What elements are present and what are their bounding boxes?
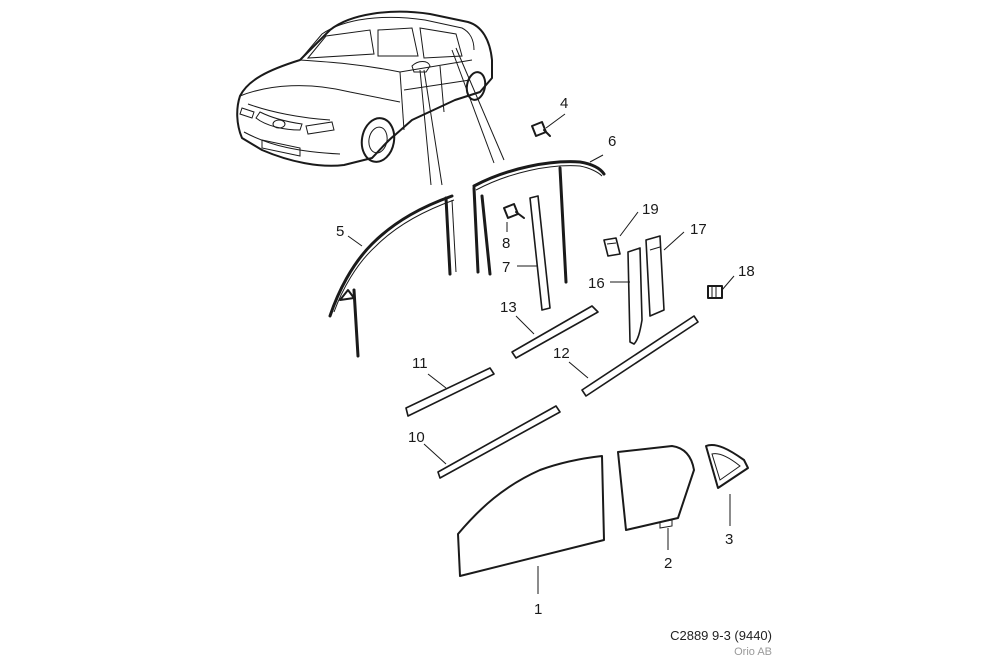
callout-1: 1 bbox=[534, 601, 542, 618]
clip-19 bbox=[603, 237, 621, 257]
leader-lines bbox=[347, 113, 735, 594]
waist-strip-10 bbox=[437, 405, 561, 479]
callout-2: 2 bbox=[664, 555, 672, 572]
front-door-glass bbox=[457, 455, 605, 577]
callout-17: 17 bbox=[690, 221, 707, 238]
rear-door-glass bbox=[617, 445, 695, 531]
callout-4: 4 bbox=[560, 95, 568, 112]
screw-18 bbox=[707, 285, 723, 299]
diagram-source: Orio AB bbox=[734, 646, 772, 658]
callout-labels: 4 6 5 19 17 8 7 18 16 13 12 11 10 1 2 3 bbox=[336, 95, 755, 618]
waist-strip-12 bbox=[581, 315, 699, 397]
callout-6: 6 bbox=[608, 133, 616, 150]
callout-18: 18 bbox=[738, 263, 755, 280]
callout-7: 7 bbox=[502, 259, 510, 276]
rear-door-frame-moulding bbox=[472, 160, 606, 284]
b-pillar-trim bbox=[529, 195, 551, 311]
waist-strip-13 bbox=[511, 305, 599, 359]
callout-19: 19 bbox=[642, 201, 659, 218]
diagram-code: C2889 9-3 (9440) bbox=[670, 628, 772, 643]
callout-8: 8 bbox=[502, 235, 510, 252]
callout-12: 12 bbox=[553, 345, 570, 362]
front-door-frame-moulding bbox=[328, 194, 457, 358]
callout-11: 11 bbox=[412, 355, 428, 372]
callout-5: 5 bbox=[336, 223, 344, 240]
clip-4 bbox=[531, 121, 551, 137]
clip-8 bbox=[503, 203, 525, 219]
car-illustration bbox=[236, 10, 505, 186]
rear-pillar-trim-16 bbox=[627, 247, 643, 345]
rear-pillar-trim-17 bbox=[645, 235, 665, 317]
callout-3: 3 bbox=[725, 531, 733, 548]
callout-10: 10 bbox=[408, 429, 425, 446]
waist-strip-11 bbox=[405, 367, 495, 417]
quarter-glass bbox=[705, 444, 749, 489]
callout-13: 13 bbox=[500, 299, 517, 316]
callout-16: 16 bbox=[588, 275, 605, 292]
